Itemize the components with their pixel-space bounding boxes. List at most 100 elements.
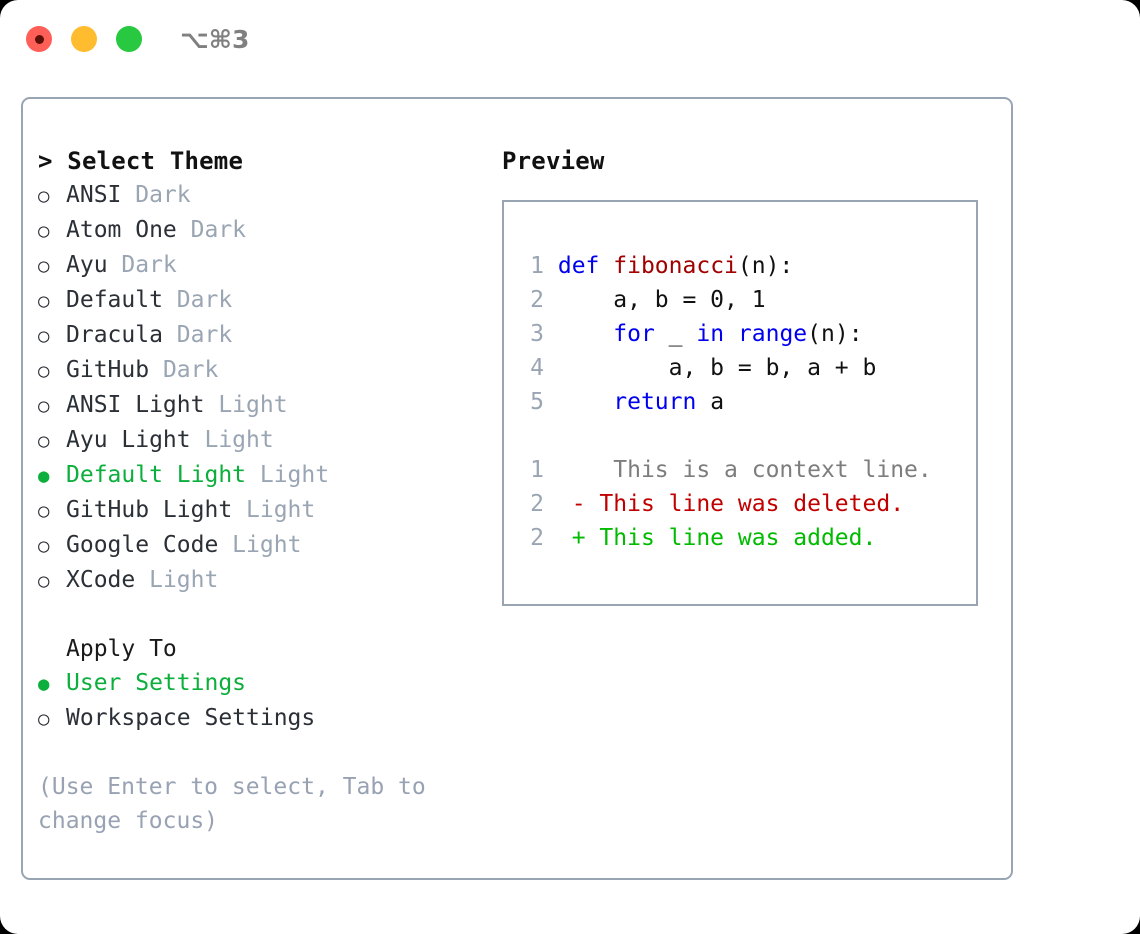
option-label: Dracula	[66, 322, 163, 348]
option-tag: Light	[218, 532, 302, 558]
radio-unselected-icon: ○	[38, 325, 50, 347]
gutter-space	[544, 525, 572, 551]
code-token: def	[557, 253, 600, 279]
option-tag: Light	[135, 567, 219, 593]
diff-sign: +	[571, 525, 586, 551]
theme-option-11[interactable]: ○XCode Light	[38, 563, 488, 598]
code-token: _	[654, 321, 697, 347]
minimize-button[interactable]	[71, 26, 97, 52]
code-token: a	[696, 389, 725, 415]
option-label: GitHub Light	[66, 497, 233, 523]
option-tag: Dark	[121, 182, 191, 208]
radio-unselected-icon: ○	[38, 255, 50, 277]
theme-list[interactable]: ○ANSI Dark○Atom One Dark ○ Ayu Dark ○ Defaul…	[38, 178, 488, 598]
theme-option-7[interactable]: ○ Ayu Light Light	[38, 423, 488, 458]
line-number: 2	[530, 287, 544, 313]
preview-column: Preview 1 def fibonacci(n): 2 a, b = 0, 1…	[502, 144, 1002, 606]
diff-line: 1 This is a context line.	[520, 453, 932, 487]
apply-to-list[interactable]: ●User Settings ○ Workspace Settings	[38, 666, 488, 736]
code-token: range	[737, 321, 808, 347]
code-line: 3 for _ in range(n):	[520, 317, 932, 351]
apply-option-0[interactable]: ●User Settings	[38, 666, 488, 701]
code-token: a, b = 0, 1	[557, 287, 766, 313]
code-token: fibonacci	[613, 253, 738, 279]
option-tag: Dark	[176, 217, 247, 243]
theme-option-3[interactable]: ○ Default Dark	[38, 283, 488, 318]
diff-text: This line was added.	[585, 525, 877, 551]
radio-unselected-icon: ○	[38, 430, 50, 452]
radio-unselected-icon: ○	[38, 185, 50, 207]
apply-option-1[interactable]: ○ Workspace Settings	[38, 701, 488, 736]
diff-text: This line was deleted.	[585, 491, 905, 517]
diff-sign: -	[571, 491, 586, 517]
option-tag: Dark	[162, 287, 233, 313]
radio-unselected-icon: ○	[38, 500, 50, 522]
option-label: GitHub	[66, 357, 150, 383]
option-tag: Light	[232, 497, 316, 523]
code-token	[724, 321, 738, 347]
keyboard-hint: (Use Enter to select, Tab to change focu…	[38, 774, 440, 834]
theme-option-5[interactable]: ○ GitHub Dark	[38, 353, 488, 388]
diff-line: 2 + This line was added.	[520, 521, 932, 555]
option-tag: Dark	[149, 357, 219, 383]
line-number: 1	[530, 253, 544, 279]
theme-option-10[interactable]: ○Google Code Light	[38, 528, 488, 563]
radio-unselected-icon: ○	[38, 395, 50, 417]
code-token: return	[613, 389, 697, 415]
theme-option-0[interactable]: ○ANSI Dark	[38, 178, 488, 213]
line-number: 1	[530, 457, 544, 483]
maximize-button[interactable]	[116, 26, 142, 52]
code-line: 5 return a	[520, 385, 932, 419]
radio-selected-icon: ●	[38, 673, 50, 695]
gutter-space	[544, 253, 558, 279]
diff-line: 2 - This line was deleted.	[520, 487, 932, 521]
radio-unselected-icon: ○	[38, 290, 50, 312]
select-theme-heading: > Select Theme	[38, 147, 244, 175]
option-tag: Dark	[107, 252, 177, 278]
theme-option-6[interactable]: ○ANSI Light Light	[38, 388, 488, 423]
code-line: 2 a, b = 0, 1	[520, 283, 932, 317]
gutter-space	[544, 355, 558, 381]
option-tag: Light	[204, 392, 288, 418]
option-label: Ayu Light	[66, 427, 191, 453]
close-button[interactable]	[26, 26, 52, 52]
option-label: Ayu	[66, 252, 108, 278]
option-label: Google Code	[66, 532, 219, 558]
option-label: Default Light	[66, 462, 247, 488]
gutter-space	[544, 287, 558, 313]
code-token: in	[696, 321, 725, 347]
theme-option-9[interactable]: ○ GitHub Light Light	[38, 493, 488, 528]
option-label: XCode	[66, 567, 136, 593]
code-token	[558, 321, 613, 347]
code-token	[558, 389, 613, 415]
theme-option-2[interactable]: ○ Ayu Dark	[38, 248, 488, 283]
gutter-space	[544, 491, 572, 517]
diff-text: This is a context line.	[585, 457, 932, 483]
diff-sign	[572, 457, 586, 483]
code-diff-separator	[520, 419, 932, 453]
line-number: 4	[530, 355, 544, 381]
line-number: 5	[530, 389, 544, 415]
code-token: (n):	[737, 253, 794, 279]
radio-unselected-icon: ○	[38, 360, 50, 382]
theme-option-1[interactable]: ○Atom One Dark	[38, 213, 488, 248]
option-label: Default	[66, 287, 163, 313]
code-token: a, b = b, a + b	[557, 355, 877, 381]
apply-to-heading: Apply To	[66, 636, 177, 662]
radio-unselected-icon: ○	[38, 708, 50, 730]
theme-option-4[interactable]: ○ Dracula Dark	[38, 318, 488, 353]
line-number: 2	[530, 525, 544, 551]
option-label: Workspace Settings	[66, 705, 316, 731]
theme-option-8[interactable]: ● Default Light Light	[38, 458, 488, 493]
preview-heading: Preview	[502, 147, 605, 175]
radio-selected-icon: ●	[38, 465, 50, 487]
option-tag: Light	[246, 462, 330, 488]
title-bar: ⌥⌘3	[0, 0, 1140, 78]
theme-picker-panel: > Select Theme ○ANSI Dark○Atom One Dark○…	[21, 97, 1013, 880]
option-tag: Light	[190, 427, 274, 453]
gutter-space	[544, 321, 558, 347]
code-token: for	[613, 321, 655, 347]
option-tag: Dark	[162, 322, 233, 348]
